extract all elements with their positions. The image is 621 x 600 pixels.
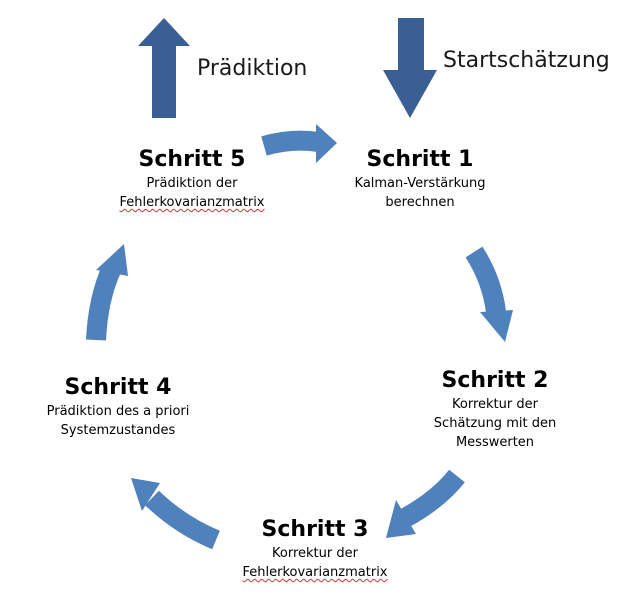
prediction-up-arrow: [138, 18, 190, 118]
arrowhead-1-to-2: [480, 310, 513, 342]
step-1: Schritt 1 Kalman-Verstärkung berechnen: [355, 146, 486, 212]
step-3: Schritt 3 Korrektur der Fehlerkovarianzm…: [243, 516, 388, 582]
step-desc: Korrektur der: [272, 546, 358, 561]
arrowhead-3-to-4: [131, 478, 160, 511]
step-desc: Kalman-Verstärkung: [354, 176, 486, 191]
step-5: Schritt 5 Prädiktion der Fehlerkovarianz…: [120, 146, 265, 212]
start-estimate-label: Startschätzung: [443, 48, 610, 73]
step-desc: Prädiktion der: [146, 176, 238, 191]
start-estimate-down-arrow: [383, 18, 437, 118]
step-title: Schritt 3: [261, 517, 369, 542]
step-desc: Prädiktion des a priori: [46, 404, 190, 419]
cycle-arrow-1-to-2: [465, 246, 506, 314]
step-desc: Schätzung mit den: [433, 416, 557, 431]
step-title: Schritt 5: [138, 147, 246, 172]
prediction-label: Prädiktion: [197, 56, 308, 81]
step-4: Schritt 4 Prädiktion des a priori System…: [47, 374, 190, 440]
step-desc: Fehlerkovarianzmatrix: [119, 195, 265, 210]
step-desc: Messwerten: [455, 435, 535, 450]
step-desc: Korrektur der: [452, 397, 538, 412]
step-title: Schritt 1: [366, 147, 474, 172]
arrowhead-2-to-3: [386, 500, 416, 538]
arrowhead-5-to-1: [316, 124, 337, 163]
cycle-arrow-4-to-5: [86, 263, 122, 341]
arrowhead-4-to-5: [96, 244, 128, 276]
cycle-arrow-2-to-3: [400, 469, 465, 527]
step-title: Schritt 4: [64, 375, 172, 400]
cycle-arrow-3-to-4: [145, 490, 220, 550]
step-desc: berechnen: [385, 195, 455, 210]
step-title: Schritt 2: [441, 368, 549, 393]
cycle-arrow-5-to-1: [261, 130, 320, 156]
step-desc: Systemzustandes: [60, 423, 176, 438]
step-2: Schritt 2 Korrektur der Schätzung mit de…: [434, 367, 556, 452]
step-desc: Fehlerkovarianzmatrix: [242, 565, 388, 580]
